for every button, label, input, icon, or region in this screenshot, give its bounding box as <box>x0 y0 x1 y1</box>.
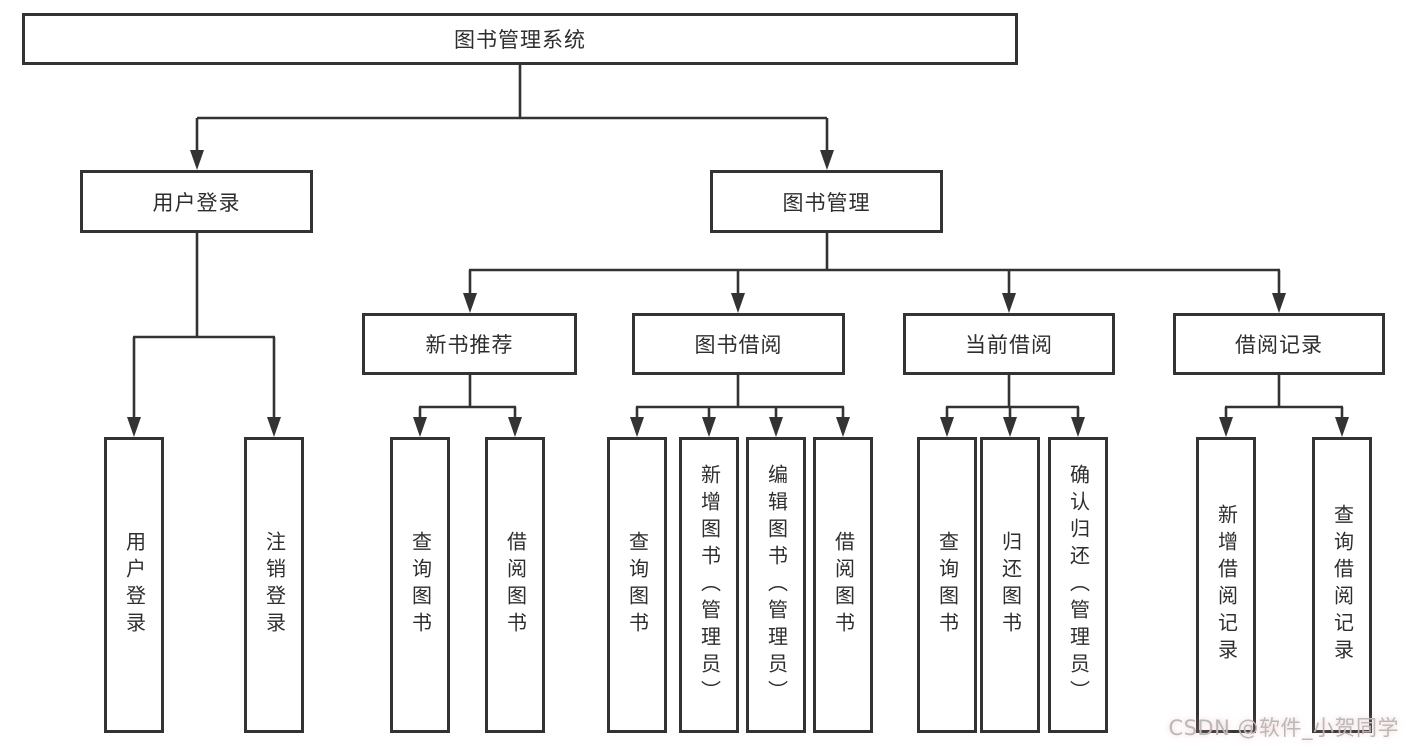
leaf-query-borrow-record: 查询借阅记录 <box>1312 437 1372 733</box>
node-new-book-recommend-label: 新书推荐 <box>425 333 514 357</box>
leaf-logout-label: 注销登录 <box>262 531 287 639</box>
node-book-borrow-label: 图书借阅 <box>694 333 783 357</box>
leaf-borrow-books: 借阅图书 <box>813 437 873 733</box>
leaf-recommend-query-books-label: 查询图书 <box>408 531 433 639</box>
leaf-return-books: 归还图书 <box>980 437 1040 733</box>
connector-login-branch <box>127 233 281 437</box>
leaf-add-books-admin-label: 新增图书（管理员） <box>697 463 722 707</box>
leaf-user-login: 用户登录 <box>104 437 164 733</box>
leaf-add-borrow-record-label: 新增借阅记录 <box>1214 504 1239 666</box>
leaf-borrow-query-books: 查询图书 <box>607 437 667 733</box>
node-borrow-records-label: 借阅记录 <box>1235 333 1323 357</box>
leaf-edit-books-admin-label: 编辑图书（管理员） <box>764 463 789 707</box>
node-new-book-recommend: 新书推荐 <box>362 313 577 375</box>
node-borrow-records: 借阅记录 <box>1173 313 1385 375</box>
connector-borrow-branch <box>630 375 850 437</box>
leaf-borrow-query-books-label: 查询图书 <box>625 531 650 639</box>
node-book-management-label: 图书管理 <box>782 190 871 215</box>
leaf-recommend-query-books: 查询图书 <box>390 437 450 733</box>
leaf-confirm-return-admin: 确认归还（管理员） <box>1048 437 1108 733</box>
connector-recommend-branch <box>413 375 522 437</box>
leaf-borrow-books-label: 借阅图书 <box>831 531 856 639</box>
leaf-query-borrow-record-label: 查询借阅记录 <box>1330 504 1355 666</box>
leaf-add-borrow-record: 新增借阅记录 <box>1196 437 1256 733</box>
leaf-confirm-return-admin-label: 确认归还（管理员） <box>1066 463 1091 707</box>
leaf-recommend-borrow-books: 借阅图书 <box>485 437 545 733</box>
node-library-system: 图书管理系统 <box>22 13 1018 65</box>
leaf-edit-books-admin: 编辑图书（管理员） <box>746 437 806 733</box>
leaf-user-login-label: 用户登录 <box>122 531 147 639</box>
node-book-management: 图书管理 <box>710 170 943 233</box>
connector-root-to-level2 <box>190 65 834 170</box>
leaf-current-query-books: 查询图书 <box>917 437 977 733</box>
leaf-logout: 注销登录 <box>244 437 304 733</box>
leaf-return-books-label: 归还图书 <box>998 531 1023 639</box>
leaf-recommend-borrow-books-label: 借阅图书 <box>503 531 528 639</box>
connector-management-to-level3 <box>463 233 1286 313</box>
node-current-borrow: 当前借阅 <box>903 313 1115 375</box>
csdn-watermark: CSDN @软件_小贺同学 <box>1168 716 1399 740</box>
leaf-current-query-books-label: 查询图书 <box>935 531 960 639</box>
node-user-login-label: 用户登录 <box>152 190 241 215</box>
node-book-borrow: 图书借阅 <box>632 313 845 375</box>
node-user-login: 用户登录 <box>80 170 313 233</box>
connector-records-branch <box>1219 375 1349 437</box>
node-library-system-label: 图书管理系统 <box>454 28 586 52</box>
connector-current-branch <box>940 375 1085 437</box>
node-current-borrow-label: 当前借阅 <box>965 333 1053 357</box>
leaf-add-books-admin: 新增图书（管理员） <box>679 437 739 733</box>
